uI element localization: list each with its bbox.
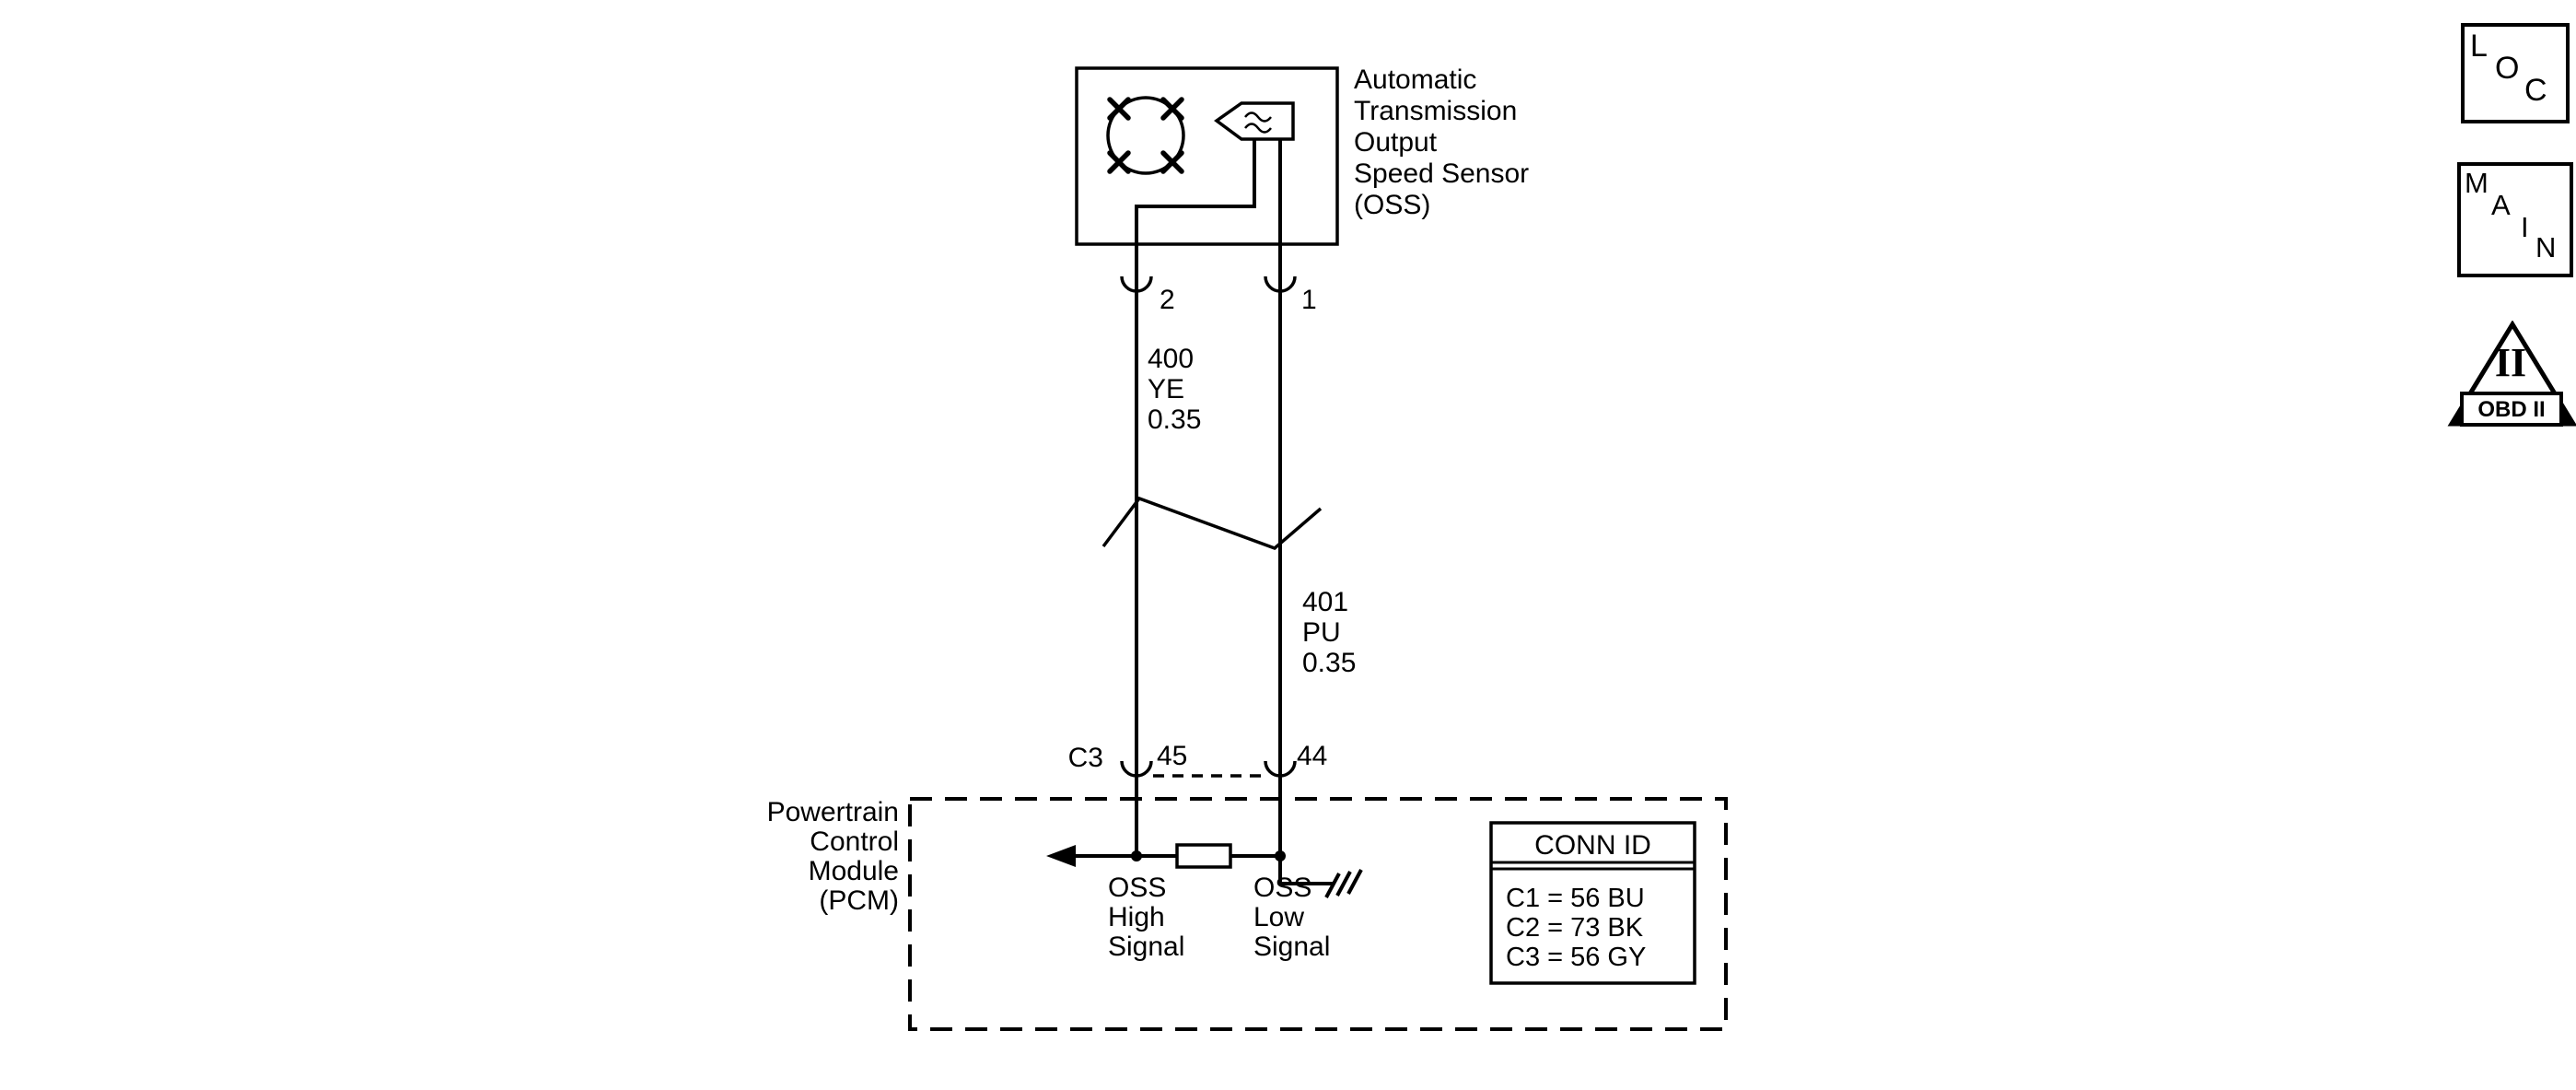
conn-id-row: C3 = 56 GY (1506, 943, 1647, 972)
wire-400-gauge: 0.35 (1148, 404, 1202, 435)
wire-400-label: 400 YE 0.35 (1148, 344, 1201, 435)
oss-low-line: Signal (1253, 932, 1331, 962)
sensor-label-line: Automatic (1354, 64, 1477, 95)
c3-connector-label: C3 (1067, 743, 1103, 773)
pcm-label: Powertrain Control Module (PCM) (722, 798, 899, 916)
oss-low-ground-lead (1278, 856, 1333, 885)
pcm-label-line: Powertrain (766, 797, 899, 827)
oss-high-line: OSS (1108, 873, 1167, 903)
conn-id-row: C2 = 73 BK (1506, 913, 1644, 943)
wire-401-color: PU (1302, 617, 1341, 648)
twisted-pair-symbol (1102, 496, 1323, 550)
pcm-label-line: Module (808, 856, 899, 886)
loc-letter: C (2524, 73, 2547, 108)
sensor-connector-arc-right (1264, 275, 1297, 293)
pcm-dashed-box (908, 797, 1728, 1031)
obd2-label: OBD II (2477, 397, 2546, 422)
oss-high-line: High (1108, 902, 1165, 932)
reluctor-marks (1107, 97, 1184, 174)
obd2-label-box (2460, 392, 2563, 427)
sensor-label-line: Output (1354, 127, 1438, 158)
conn-id-header-divider (1491, 861, 1695, 871)
obd2-numeral: II (2494, 340, 2527, 385)
sensor-label-line: (OSS) (1354, 190, 1431, 220)
conn-id-row: C1 = 56 BU (1506, 884, 1645, 913)
main-letter: N (2535, 231, 2557, 264)
wire-400-color: YE (1148, 374, 1185, 404)
conn-id-table-border (1489, 821, 1696, 985)
sensor-pin-1: 1 (1301, 285, 1317, 315)
resistor-symbol (1175, 843, 1232, 869)
loc-badge[interactable]: L O C (2461, 23, 2570, 123)
obd2-triangle-graphic (2447, 321, 2576, 427)
wire-401-label: 401 PU 0.35 (1302, 587, 1356, 678)
c3-connector-arc-right (1264, 760, 1297, 778)
reluctor-wheel-circle (1106, 96, 1185, 175)
oss-high-line: Signal (1108, 932, 1185, 962)
oss-low-line: Low (1253, 902, 1305, 932)
loc-letter: O (2495, 51, 2520, 86)
conn-id-title: CONN ID (1534, 830, 1651, 861)
wire-400-path (1135, 139, 1256, 856)
oss-high-signal-label: OSS High Signal (1108, 873, 1184, 962)
ground-icon (1324, 869, 1363, 898)
diagram-linework (908, 66, 1728, 1031)
loc-letter: L (2470, 29, 2488, 64)
pickup-arrow (1214, 101, 1295, 141)
pcm-label-line: Control (810, 826, 899, 857)
wire-401-gauge: 0.35 (1302, 648, 1357, 678)
wire-401-circuit: 401 (1302, 587, 1349, 617)
oss-high-arrowhead (1046, 845, 1076, 867)
c3-pin-44: 44 (1297, 741, 1328, 771)
sensor-label-line: Speed Sensor (1354, 158, 1530, 189)
obd2-badge[interactable]: II OBD II (2445, 321, 2576, 429)
sensor-box (1075, 66, 1339, 246)
sensor-connector-arc-left (1120, 275, 1153, 293)
pcm-label-line: (PCM) (819, 885, 899, 916)
sensor-label-line: Transmission (1354, 96, 1518, 126)
c3-connector-arc-left (1120, 760, 1153, 778)
pickup-coil-squiggle (1244, 111, 1272, 134)
main-badge[interactable]: M A I N (2457, 162, 2573, 277)
oss-low-signal-label: OSS Low Signal (1253, 873, 1330, 962)
wire-400-circuit: 400 (1148, 344, 1195, 374)
sensor-pin-2: 2 (1160, 285, 1175, 315)
c3-pin-45: 45 (1157, 741, 1188, 771)
oss-low-line: OSS (1253, 873, 1312, 903)
main-letter: M (2465, 167, 2489, 199)
main-letter: I (2521, 211, 2529, 243)
junction-dot-left (1131, 850, 1142, 861)
sensor-label: Automatic Transmission Output Speed Sens… (1354, 64, 1529, 221)
main-letter: A (2491, 189, 2511, 221)
